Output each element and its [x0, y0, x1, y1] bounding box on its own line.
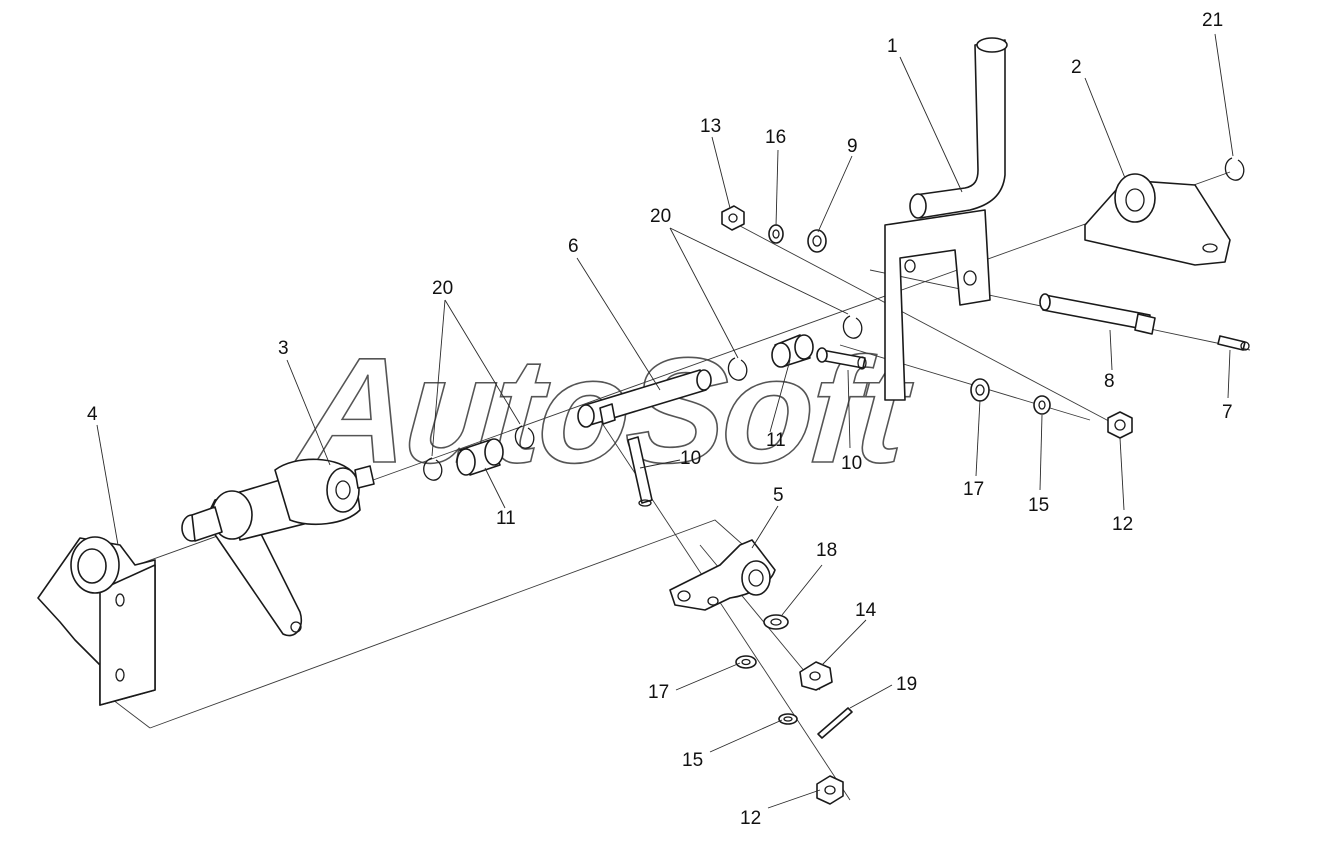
callout-16: 16	[765, 127, 786, 148]
part-20-retaining-rings-left	[423, 425, 535, 481]
part-10-grease-fitting-left	[627, 436, 653, 507]
part-11-bushing-left	[456, 438, 504, 476]
part-10-pin-right	[816, 347, 867, 370]
callout-17-right: 17	[963, 479, 984, 500]
part-3-lever-shaft	[181, 458, 375, 637]
callout-10-left: 10	[680, 448, 701, 469]
part-19-cotter-pin	[817, 707, 853, 739]
part-17-washer-right	[970, 378, 990, 402]
callout-8: 8	[1104, 371, 1115, 392]
part-17-washer-lower	[735, 655, 757, 669]
callout-5: 5	[773, 485, 784, 506]
callout-20-right: 20	[650, 206, 671, 227]
part-4-bracket	[37, 536, 156, 706]
callout-12-right: 12	[1112, 514, 1133, 535]
part-12-nut-right	[1107, 411, 1133, 439]
callout-11-right: 11	[766, 430, 786, 451]
callout-6: 6	[568, 236, 579, 257]
part-6-shaft	[577, 369, 712, 428]
part-18-washer	[763, 614, 789, 630]
callout-7: 7	[1222, 402, 1233, 423]
callout-18: 18	[816, 540, 837, 561]
callout-15-right: 15	[1028, 495, 1049, 516]
callout-12-lower: 12	[740, 808, 761, 829]
part-13-nut	[721, 205, 745, 231]
callout-14: 14	[855, 600, 877, 621]
callout-1: 1	[887, 36, 898, 57]
callout-3: 3	[278, 338, 289, 359]
callout-leader-lines	[96, 33, 1234, 809]
part-2-mounting-bracket	[1084, 173, 1231, 266]
part-1-fork-lever	[884, 37, 1008, 401]
callout-19: 19	[896, 674, 917, 695]
callout-13: 13	[700, 116, 721, 137]
callout-10-right: 10	[841, 453, 862, 474]
part-16-lock-washer	[768, 224, 784, 244]
part-7-grease-fitting	[1217, 335, 1250, 351]
part-11-bushing-right	[771, 334, 814, 368]
part-14-castle-nut	[799, 661, 833, 691]
callout-2: 2	[1071, 57, 1082, 78]
callout-4: 4	[87, 404, 98, 425]
part-9-washer	[807, 229, 827, 253]
part-21-retaining-ring	[1224, 157, 1245, 181]
callout-17-lower: 17	[648, 682, 669, 703]
callout-21: 21	[1202, 10, 1223, 31]
part-15-lock-washer-right	[1033, 395, 1051, 415]
part-5-lever-arm	[669, 539, 776, 611]
callout-15-lower: 15	[682, 750, 703, 771]
callout-9: 9	[847, 136, 858, 157]
part-12-nut-lower	[816, 775, 844, 805]
callout-labels: 1 2 3 4 5 6 7 8 9 10 10 11 11 12 12 13 1…	[87, 10, 1233, 829]
part-15-lock-washer-lower	[778, 713, 798, 725]
callout-20-left: 20	[432, 278, 453, 299]
part-20-retaining-rings-right	[727, 315, 863, 381]
callout-11-left: 11	[496, 508, 516, 529]
part-8-axle	[1039, 293, 1156, 335]
